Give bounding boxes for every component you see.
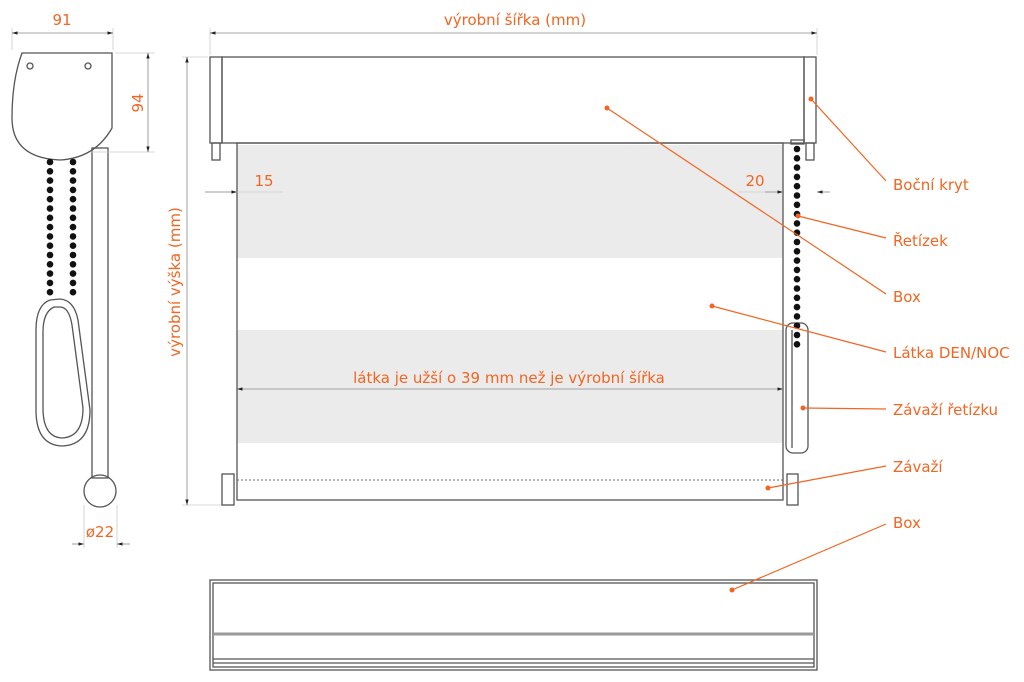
fabric-stripe [237,330,783,443]
chain-bead [46,195,54,203]
front-view [209,56,817,506]
chain-bead [793,313,801,320]
chain-bead [69,195,77,203]
chain-bead [793,173,801,181]
chain-bead [69,214,77,222]
chain-bead [69,288,77,296]
chain-bead [69,168,77,175]
chain-bead [46,233,54,240]
side-cap-left [209,56,223,144]
chain-bead [793,238,801,246]
chain-bead [46,158,54,166]
chain-ball [83,474,117,508]
chain-bead [793,164,801,171]
dim-production-width: výrobní šířka (mm) [444,11,586,29]
label-chain-weight: Závaží řetízku [893,401,998,419]
screw-icon [84,62,92,70]
dim-bracket-height: 94 [129,93,147,112]
label-box: Box [893,288,921,306]
chain-bead [793,257,801,264]
chain-bead [793,275,801,283]
chain-bead [793,285,801,292]
chain-bead [69,233,77,240]
dim-left-offset: 15 [254,172,273,190]
headrail-box [221,56,805,144]
chain-bead [793,182,801,190]
chain-bead [793,341,801,348]
leader-lines [604,96,887,593]
label-fabric: Látka DEN/NOC [893,344,1010,362]
weight-cap-right [786,473,799,506]
label-chain: Řetízek [893,231,948,250]
chain-bead [793,201,801,209]
chain-bead [46,168,54,175]
chain-bead [793,322,801,330]
box-bottom-view [209,579,818,671]
dim-production-height: výrobní výška (mm) [166,207,184,357]
chain-bead [793,303,801,311]
chain-bead [793,192,801,199]
chain-bead [69,279,77,287]
side-rod [91,147,109,479]
chain-bead [69,261,77,268]
side-chain [46,158,77,296]
chain-bead [46,270,54,277]
chain-bead [46,261,54,268]
chain [793,145,801,348]
chain-bead [69,205,77,212]
dim-right-offset: 20 [745,172,764,190]
side-view [11,52,117,508]
label-box-bottom: Box [893,514,921,532]
chain-bead [46,279,54,287]
chain-bead [793,155,801,162]
chain-bead [46,214,54,222]
chain-bead [793,229,801,236]
chain-bead [793,294,801,302]
screw-icon [26,62,34,70]
chain-bead [69,223,77,231]
dim-ball-diameter: ø22 [86,523,114,541]
chain-bead [46,288,54,296]
chain-bead [793,145,801,153]
chain-bead [793,331,801,339]
chain-bead [46,177,54,184]
chain-bead [46,223,54,231]
dim-bracket-width: 91 [52,11,71,29]
side-bracket [11,52,113,161]
chain-bead [793,266,801,274]
chain-bead [793,248,801,255]
chain-loop-handle [35,298,91,447]
chain-bead [69,251,77,259]
chain-bead [46,186,54,194]
chain-bead [46,251,54,259]
weight-cap-left [221,473,235,506]
label-side-cover: Boční kryt [893,176,969,194]
chain-bead [793,220,801,227]
chain-bead [69,158,77,166]
chain-bead [69,242,77,249]
chain-bead [69,270,77,277]
fabric-width-note: látka je užší o 39 mm než je výrobní šíř… [353,369,665,387]
chain-bead [46,205,54,212]
label-bottom-weight: Závaží [893,458,943,476]
fabric-stripe [237,145,783,258]
chain-bead [46,242,54,249]
chain-bead [69,177,77,184]
chain-bead [69,186,77,194]
